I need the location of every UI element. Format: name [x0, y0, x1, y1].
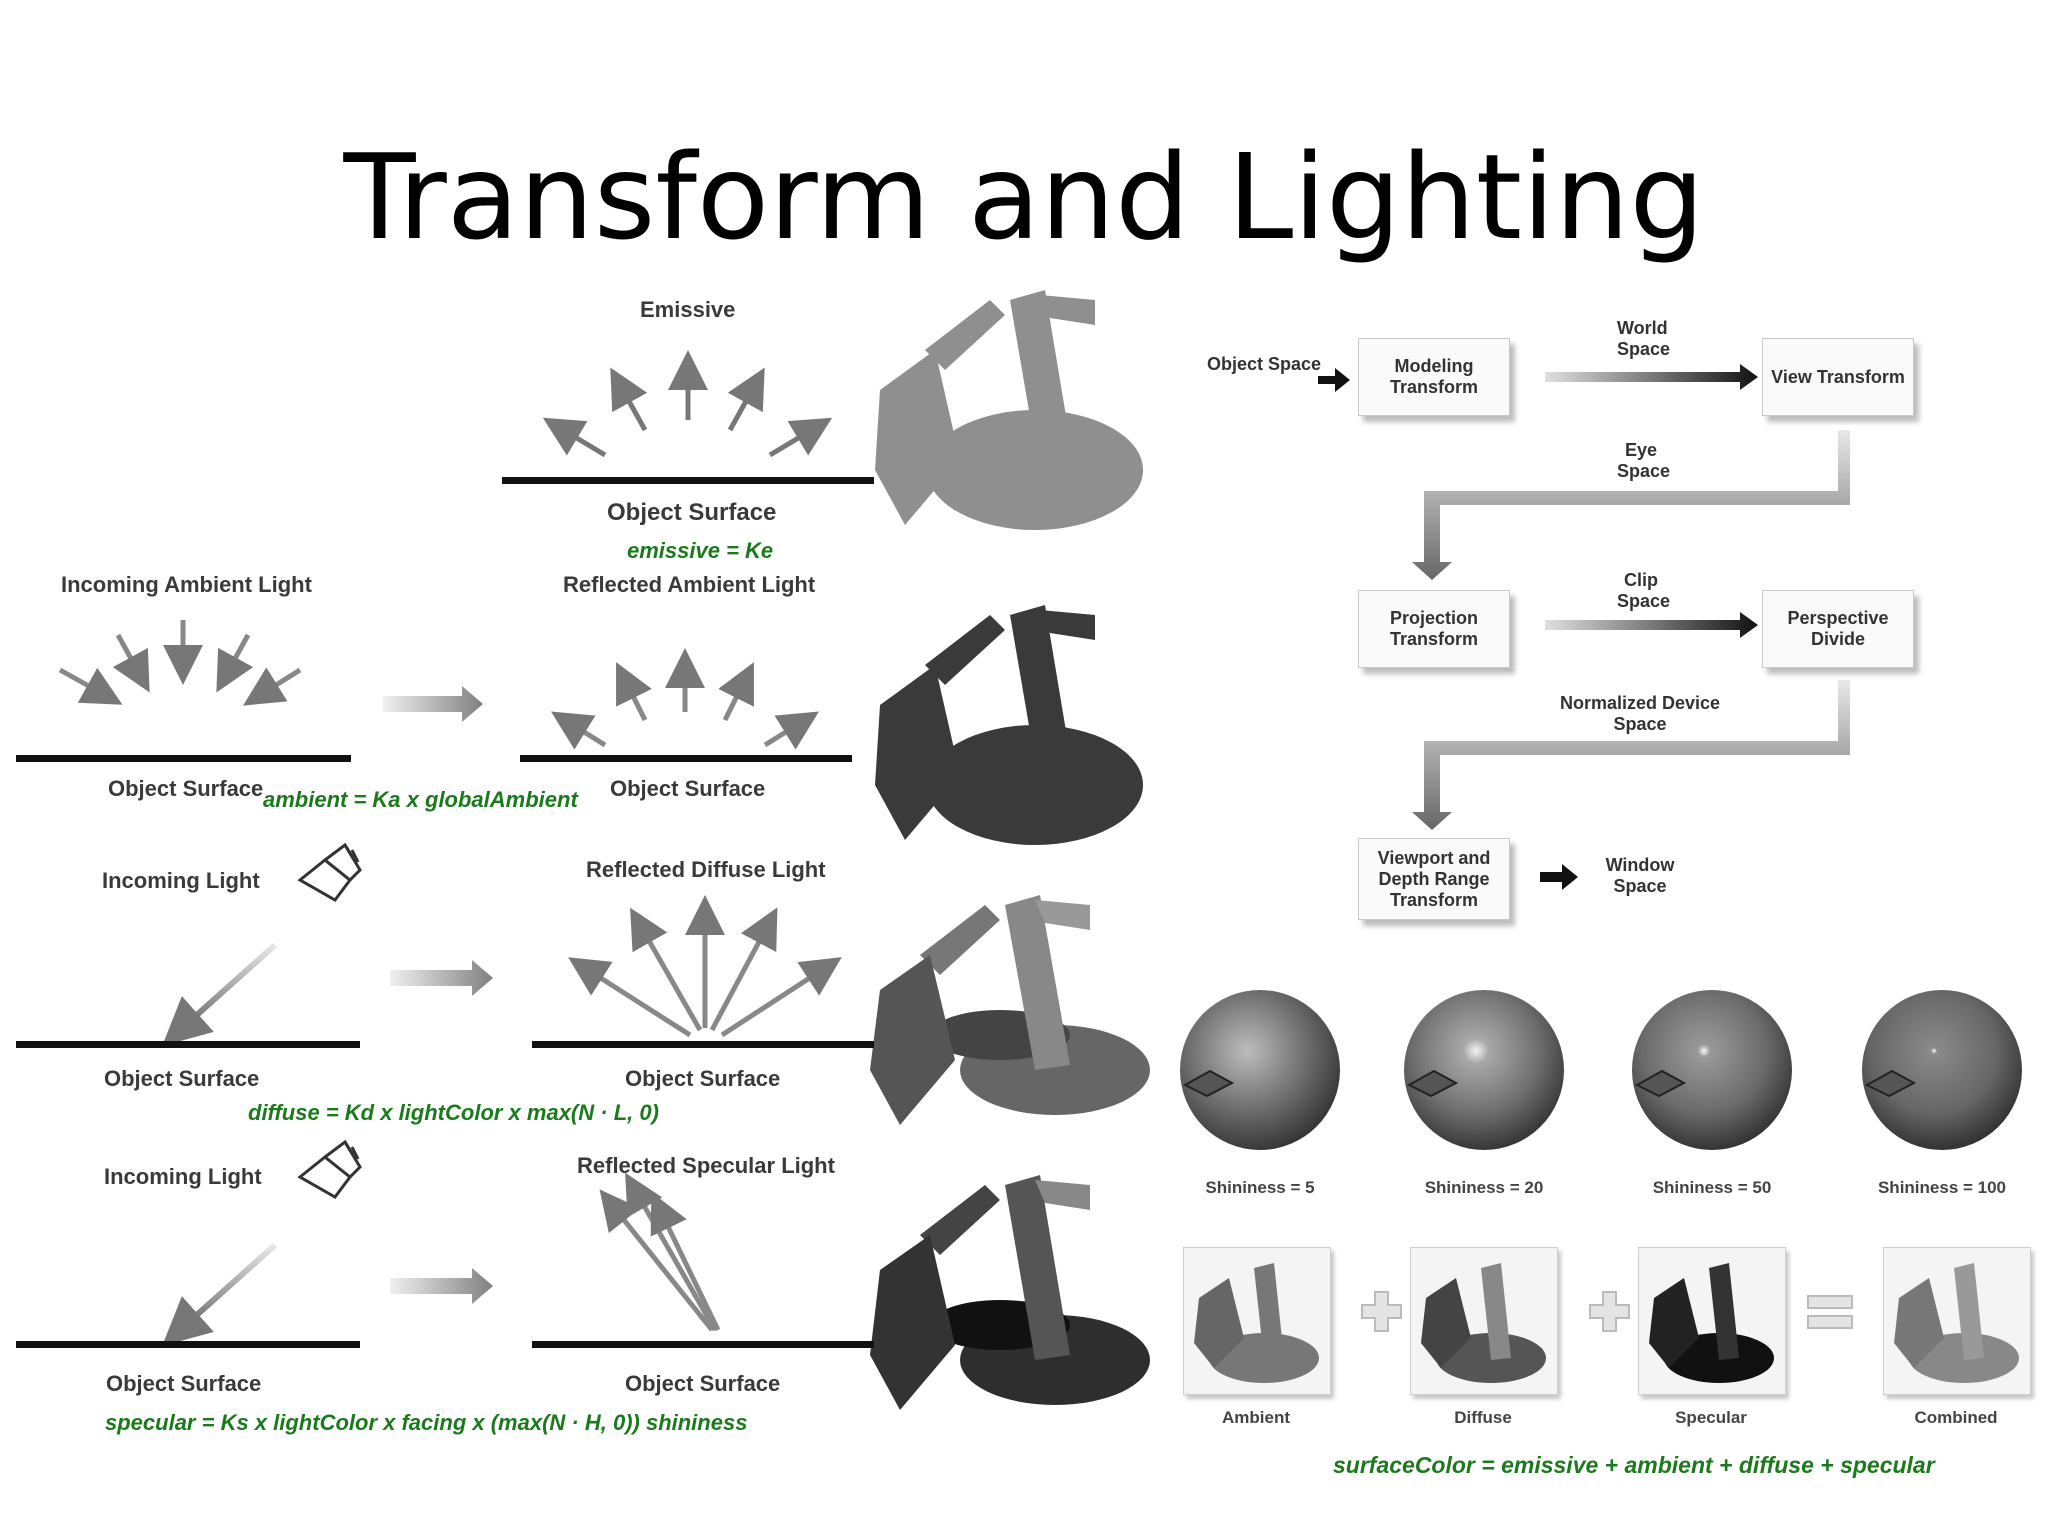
diffuse-equation: diffuse = Kd x lightColor x max(N · L, 0… [248, 1100, 659, 1125]
ambient-surface-label-right: Object Surface [610, 776, 766, 801]
combined-thumbnail [1883, 1247, 2031, 1395]
combination-label: Ambient [1222, 1408, 1290, 1427]
window-space-label: Window Space [1605, 855, 1675, 896]
specular-equation: specular = Ks x lightColor x facing x (m… [105, 1410, 748, 1435]
shininess-label: Shininess = 50 [1652, 1178, 1772, 1197]
emissive-equation: emissive = Ke [627, 538, 774, 563]
diffuse-reflected-rays [568, 895, 842, 1038]
object-space-label: Object Space [1207, 354, 1322, 374]
surface-color-equation: surfaceColor = emissive + ambient + diff… [1333, 1452, 1935, 1478]
diffuse-thumbnail [1410, 1247, 1558, 1395]
viewport-transform-box: Viewport and Depth Range Transform [1358, 838, 1510, 920]
ambient-surface-line-left [16, 755, 351, 762]
ambient-surface-label-left: Object Surface [108, 776, 264, 801]
specular-incoming-ray [162, 1242, 278, 1347]
robot-emissive [875, 290, 1143, 530]
specular-surface-line-left [16, 1341, 360, 1348]
pipeline-arrows [1318, 364, 1850, 890]
diffuse-surface-line-right [532, 1041, 874, 1048]
ambient-incoming-label: Incoming Ambient Light [61, 572, 312, 597]
world-space-label: World Space [1617, 318, 1671, 359]
shininess-label: Shininess = 5 [1205, 1178, 1315, 1197]
lamp-icon [297, 842, 362, 902]
specular-surface-label-right: Object Surface [625, 1371, 781, 1396]
robot-ambient [875, 605, 1143, 845]
diffuse-incoming-ray [162, 942, 278, 1047]
specular-surface-line-right [532, 1341, 874, 1348]
eye-space-label: Eye Space [1617, 440, 1671, 481]
diffuse-surface-line-left [16, 1041, 360, 1048]
emissive-surface-label: Object Surface [607, 499, 777, 526]
slide-title: Transform and Lighting [343, 128, 1705, 266]
specular-thumbnail [1638, 1247, 1786, 1395]
perspective-divide-box: Perspective Divide [1762, 590, 1914, 668]
emissive-heading: Emissive [640, 297, 736, 322]
ambient-thumbnail [1183, 1247, 1331, 1395]
combine-operators [1361, 1291, 1853, 1332]
ambient-incoming-rays [58, 620, 302, 706]
diffuse-incoming-label: Incoming Light [102, 868, 260, 893]
ambient-surface-line-right [520, 755, 852, 762]
combination-label: Specular [1675, 1408, 1747, 1427]
combination-label: Combined [1914, 1408, 1998, 1427]
specular-reflected-label: Reflected Specular Light [577, 1153, 835, 1178]
ndc-space-label: Normalized Device Space [1559, 693, 1721, 734]
modeling-transform-box: Modeling Transform [1358, 338, 1510, 416]
emissive-surface-line [502, 477, 874, 484]
ambient-reflected-label: Reflected Ambient Light [563, 572, 816, 597]
diffuse-reflected-label: Reflected Diffuse Light [586, 857, 826, 882]
diffuse-surface-label-left: Object Surface [104, 1066, 260, 1091]
shininess-label: Shininess = 100 [1877, 1178, 2007, 1197]
clip-space-label: Clip Space [1617, 570, 1671, 611]
ambient-reflected-rays [551, 648, 819, 750]
robot-diffuse [870, 895, 1150, 1125]
view-transform-box: View Transform [1762, 338, 1914, 416]
specular-incoming-label: Incoming Light [104, 1164, 262, 1189]
emissive-rays [542, 350, 833, 458]
shininess-spheres [1180, 990, 2022, 1150]
ambient-equation: ambient = Ka x globalAmbient [263, 787, 578, 812]
projection-transform-box: Projection Transform [1358, 590, 1510, 668]
specular-surface-label-left: Object Surface [106, 1371, 262, 1396]
lamp-icon [297, 1139, 362, 1199]
flow-arrows [383, 686, 493, 1304]
robot-specular [870, 1175, 1150, 1410]
diffuse-surface-label-right: Object Surface [625, 1066, 781, 1091]
shininess-label: Shininess = 20 [1424, 1178, 1544, 1197]
combination-label: Diffuse [1454, 1408, 1512, 1427]
specular-reflected-rays [599, 1172, 721, 1332]
